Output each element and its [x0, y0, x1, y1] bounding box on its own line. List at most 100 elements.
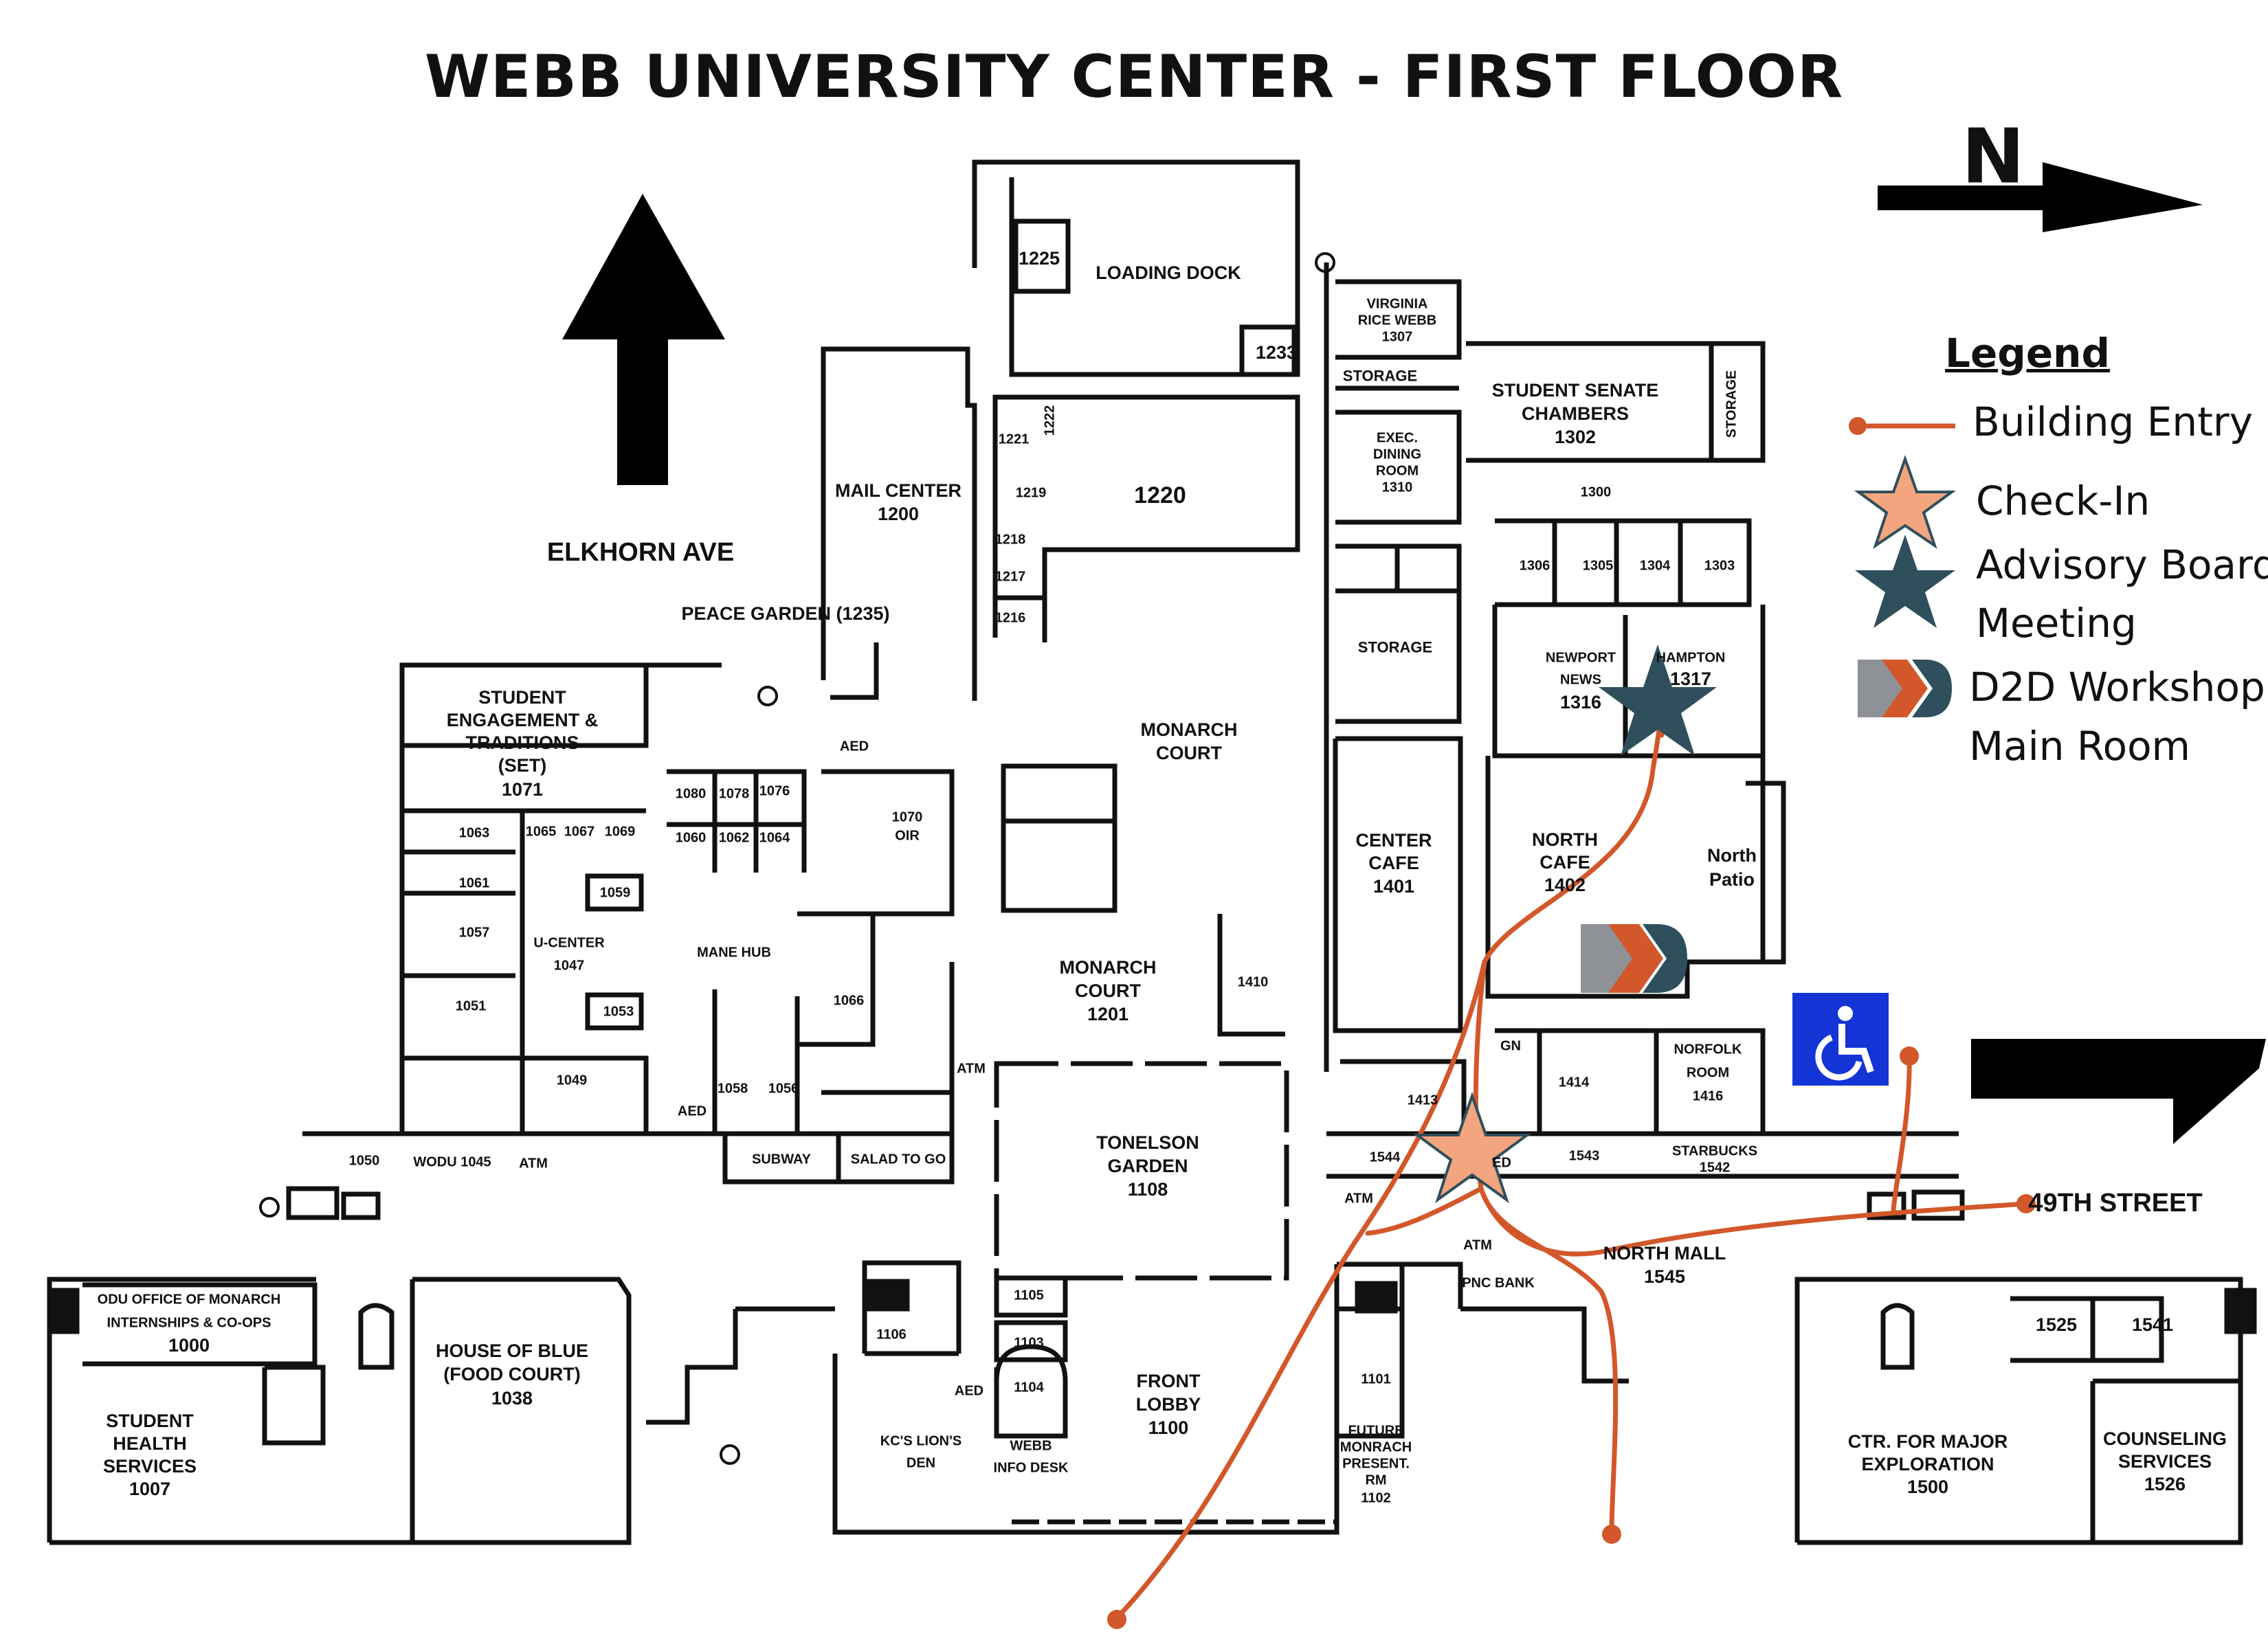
gn-label: GN [1500, 1038, 1521, 1054]
room-1218: 1218 [994, 532, 1026, 548]
room-1051: 1051 [455, 998, 487, 1014]
newport-news-label-2: NEWS [1560, 672, 1601, 688]
atm-label-1: ATM [957, 1061, 986, 1077]
room-1057: 1057 [458, 925, 490, 941]
room-1103: 1103 [1014, 1335, 1044, 1351]
check-in-star-icon [1412, 1091, 1532, 1204]
exec-dining-label-3: ROOM [1375, 463, 1419, 479]
forty-ninth-direction-arrow-icon [1971, 1039, 2266, 1144]
room-1106: 1106 [876, 1327, 907, 1343]
room-1063: 1063 [458, 825, 490, 841]
set-label-3: TRADITIONS [465, 732, 579, 753]
legend: Legend Building Entry Check-In Advisory … [1814, 330, 2268, 783]
room-1225: 1225 [1018, 247, 1060, 269]
room-1305: 1305 [1582, 558, 1614, 574]
odu-internships-label-2: INTERNSHIPS & CO-OPS [107, 1315, 271, 1331]
room-1219: 1219 [1015, 485, 1047, 501]
room-1221: 1221 [998, 431, 1030, 447]
kcs-lions-den-label-2: DEN [906, 1455, 936, 1471]
house-of-blue-number: 1038 [491, 1387, 533, 1409]
virginia-rice-webb-label: VIRGINIA [1366, 296, 1428, 312]
atm-label-3: ATM [1344, 1191, 1373, 1207]
room-1233: 1233 [1255, 341, 1298, 363]
north-patio-label: North [1707, 844, 1757, 866]
u-center-number: 1047 [553, 958, 585, 974]
subway-label: SUBWAY [752, 1152, 811, 1167]
newport-news-number: 1316 [1559, 691, 1602, 713]
building-entry-routes [1114, 716, 2030, 1621]
exec-dining-label: EXEC. [1376, 430, 1419, 446]
senate-chambers-number: 1302 [1554, 426, 1597, 447]
room-1076: 1076 [759, 783, 790, 799]
room-1065: 1065 [525, 824, 557, 840]
room-1543: 1543 [1568, 1148, 1600, 1164]
center-cafe-label-2: CAFE [1368, 852, 1419, 873]
building-entry-dots [1107, 1046, 2036, 1629]
storage-small-label: STORAGE [1342, 367, 1418, 385]
front-lobby-label: FRONT [1136, 1370, 1201, 1391]
starbucks-number: 1542 [1699, 1160, 1731, 1176]
room-1222: 1222 [1042, 405, 1058, 436]
forty-ninth-street-label: 49TH STREET [2028, 1189, 2203, 1218]
front-lobby-number: 1100 [1148, 1417, 1189, 1438]
tonelson-garden-label-2: GARDEN [1107, 1155, 1188, 1176]
north-mall-label: NORTH MALL [1603, 1242, 1726, 1264]
set-label-2: ENGAGEMENT & [446, 709, 599, 730]
legend-item-d2d-line2: Main Room [1969, 723, 2191, 770]
north-label: N [1961, 112, 2025, 201]
mail-center-number: 1200 [877, 503, 920, 524]
counseling-services-label: COUNSELING [2102, 1428, 2227, 1449]
room-1410: 1410 [1237, 974, 1269, 990]
major-exploration-number: 1500 [1906, 1476, 1949, 1497]
norfolk-room-number: 1416 [1692, 1088, 1724, 1104]
wodu-label: WODU 1045 [413, 1154, 491, 1170]
webb-info-desk-label-2: INFO DESK [993, 1460, 1069, 1476]
pnc-bank-label: PNC BANK [1462, 1275, 1535, 1291]
u-center-label: U-CENTER [533, 935, 605, 951]
legend-symbols [1849, 417, 1957, 717]
future-room-number: 1102 [1361, 1490, 1391, 1506]
tonelson-garden-label: TONELSON [1096, 1132, 1199, 1153]
odu-internships-label: ODU OFFICE OF MONARCH [97, 1292, 281, 1308]
student-health-label-3: SERVICES [102, 1455, 197, 1477]
center-cafe-number: 1401 [1372, 875, 1415, 897]
hampton-number: 1317 [1669, 668, 1712, 689]
exec-dining-label-2: DINING [1373, 447, 1421, 462]
room-1062: 1062 [718, 830, 750, 846]
odu-internships-number: 1000 [168, 1334, 210, 1356]
hampton-label: HAMPTON [1656, 650, 1726, 666]
webb-info-desk-label: WEBB [1010, 1438, 1052, 1454]
room-1053: 1053 [603, 1004, 634, 1020]
monarch-court-top-label: MONARCH [1140, 719, 1238, 740]
virginia-rice-webb-label-2: RICE WEBB [1357, 313, 1437, 328]
room-1050: 1050 [348, 1153, 380, 1169]
aed-label-1: AED [839, 739, 869, 754]
room-1216: 1216 [994, 610, 1026, 626]
map-title: WEBB UNIVERSITY CENTER - FIRST FLOOR [424, 43, 1844, 111]
mane-hub-label: MANE HUB [697, 945, 771, 961]
room-1525: 1525 [2035, 1314, 2078, 1335]
kcs-lions-den-label: KC'S LION'S [880, 1433, 962, 1449]
wheelchair-icon [259, 252, 1335, 1465]
storage-mid-label: STORAGE [1357, 638, 1433, 656]
room-1049: 1049 [556, 1073, 588, 1088]
mail-center-label: MAIL CENTER [834, 480, 962, 501]
norfolk-room-label: NORFOLK [1674, 1042, 1742, 1057]
exec-dining-number: 1310 [1381, 480, 1413, 495]
student-health-label-2: HEALTH [113, 1433, 187, 1454]
room-1101: 1101 [1361, 1371, 1391, 1387]
future-room-label: FUTURE [1348, 1423, 1404, 1439]
set-number: 1071 [501, 778, 544, 800]
aed-label-4: ED [1492, 1155, 1511, 1171]
north-arrow-icon [1878, 162, 2203, 232]
student-health-number: 1007 [129, 1478, 171, 1499]
legend-item-d2d: D2D Workshop [1969, 664, 2265, 710]
legend-item-advisory-board-line2: Meeting [1976, 600, 2137, 647]
room-1544: 1544 [1369, 1149, 1401, 1165]
oir-number: 1070 [891, 809, 923, 825]
legend-item-check-in: Check-In [1976, 478, 2150, 524]
room-1058: 1058 [717, 1081, 748, 1097]
room-1541: 1541 [2131, 1314, 2174, 1335]
north-patio-label-2: Patio [1709, 868, 1755, 890]
counseling-services-number: 1526 [2144, 1473, 2186, 1494]
